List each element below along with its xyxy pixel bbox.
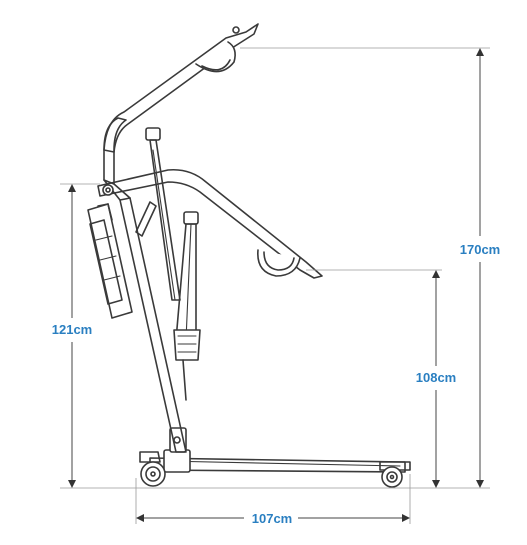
battery-control-box — [87, 203, 133, 319]
dimension-mast-height: 121cm — [52, 184, 92, 488]
lift-actuator-front — [173, 211, 201, 401]
rear-caster-wheel — [139, 451, 166, 487]
extension-lines — [60, 47, 490, 524]
push-handle — [135, 201, 157, 237]
label-mast-height: 121cm — [52, 322, 92, 337]
dimension-base-length: 107cm — [136, 511, 410, 526]
label-base-length: 107cm — [252, 511, 292, 526]
label-boom-height: 108cm — [416, 370, 456, 385]
patient-lift — [87, 23, 411, 488]
dimension-total-height: 170cm — [460, 48, 500, 488]
upper-boom — [103, 23, 259, 153]
lower-boom — [97, 168, 323, 279]
lift-actuator-rear — [145, 127, 181, 301]
label-total-height: 170cm — [460, 242, 500, 257]
lift-base — [149, 427, 406, 473]
dimension-boom-height: 108cm — [416, 270, 456, 488]
front-caster-wheel — [379, 461, 411, 488]
